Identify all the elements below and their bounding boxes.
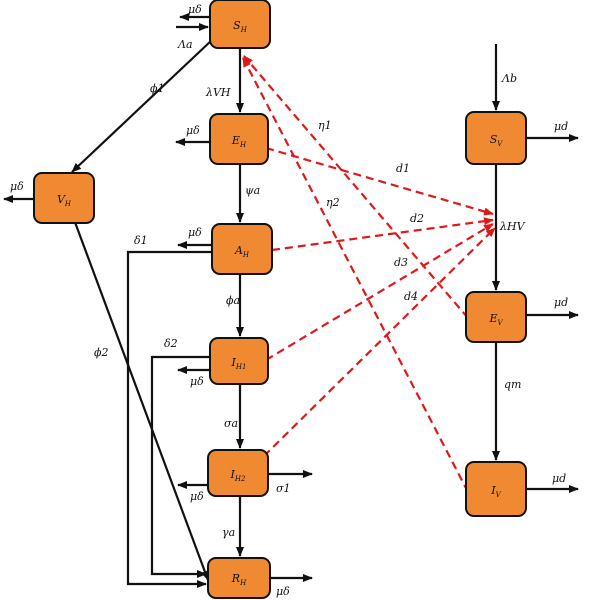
edge-ah-to-lambda-hv [271, 217, 494, 252]
node-vh: VH [33, 172, 95, 224]
edge-ev-to-sh [243, 55, 469, 319]
dashed-edges [242, 55, 496, 493]
node-ih2: IH2 [207, 449, 269, 497]
label-mu-delta-ih1: μδ [190, 375, 204, 388]
edge-iv-to-sh [242, 57, 469, 493]
label-eta1: η1 [318, 119, 332, 132]
label-gamma-a: γa [222, 526, 235, 539]
label-lambda-vh: λVH [205, 86, 231, 99]
edge-ih2-to-lambda-hv [263, 227, 496, 457]
node-ih1: IH1 [209, 337, 269, 385]
node-sh: SH [209, 0, 271, 49]
svg-text:VH: VH [57, 193, 72, 208]
node-eh: EH [209, 113, 269, 165]
svg-text:EH: EH [231, 134, 247, 149]
label-sigma-a: σa [224, 417, 238, 430]
label-qm: qm [504, 378, 521, 391]
svg-text:IH2: IH2 [230, 468, 246, 483]
label-d4: d4 [404, 290, 418, 303]
label-mu-delta-sh: μδ [188, 3, 202, 16]
svg-text:SV: SV [490, 133, 504, 148]
svg-text:SH: SH [233, 19, 248, 34]
node-rh: RH [207, 557, 271, 599]
edge-labels: μδ Λa λVH ϕ1 μδ ψa μδ δ1 ϕa δ2 μδ ϕ2 σa … [10, 3, 568, 598]
edge-ah-to-rh [126, 250, 212, 588]
edge-ih1-to-lambda-hv [265, 223, 494, 361]
label-eta2: η2 [326, 196, 340, 209]
edge-ih1-to-rh [150, 355, 210, 578]
label-delta2: δ2 [164, 337, 178, 350]
label-mu-d-sv: μd [554, 120, 568, 133]
label-mu-d-ev: μd [554, 296, 568, 309]
label-phi1: ϕ1 [150, 82, 165, 95]
label-mu-delta-ah: μδ [188, 226, 202, 239]
label-mu-delta-vh: μδ [10, 180, 24, 193]
node-iv: IV [465, 461, 527, 517]
label-d1: d1 [396, 162, 410, 175]
solid-edges [3, 13, 579, 588]
edge-vh-to-rh [64, 197, 210, 581]
svg-text:AH: AH [234, 244, 250, 259]
label-lambda-hv: λHV [499, 220, 526, 233]
label-sigma1: σ1 [276, 482, 291, 495]
svg-text:IV: IV [490, 484, 501, 499]
label-phi2: ϕ2 [94, 346, 109, 359]
label-d3: d3 [394, 256, 408, 269]
svg-text:RH: RH [231, 572, 247, 587]
svg-text:EV: EV [488, 312, 503, 327]
svg-text:IH1: IH1 [231, 356, 247, 371]
label-lambda-b: Λb [501, 72, 517, 85]
edge-eh-to-lambda-hv [265, 146, 494, 216]
label-mu-delta-rh: μδ [276, 585, 290, 598]
label-mu-d-iv: μd [552, 472, 566, 485]
node-ev: EV [465, 291, 527, 343]
label-mu-delta-eh: μδ [186, 124, 200, 137]
label-delta1: δ1 [134, 234, 148, 247]
label-psi-a: ψa [245, 184, 260, 197]
label-mu-delta-ih2: μδ [190, 490, 204, 503]
edge-sh-to-vh [71, 39, 213, 173]
node-sv: SV [465, 111, 527, 165]
label-d2: d2 [410, 212, 424, 225]
label-phi-a: ϕa [226, 294, 240, 307]
label-lambda-a: Λa [177, 38, 193, 51]
node-ah: AH [211, 223, 273, 275]
